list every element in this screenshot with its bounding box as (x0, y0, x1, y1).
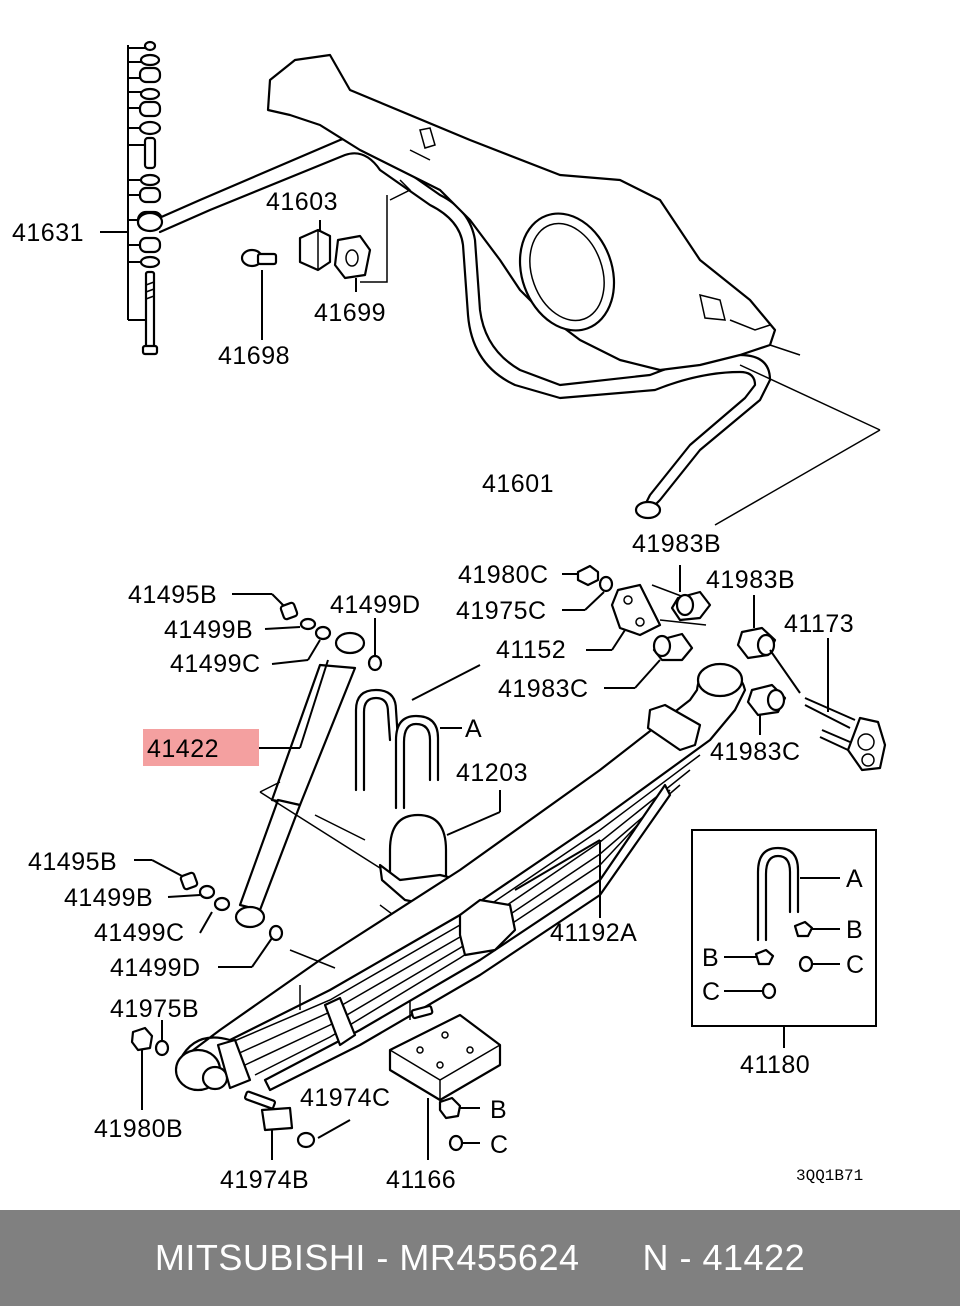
shock-lower-hardware (134, 859, 273, 968)
label-41499C-top: 41499C (170, 650, 261, 678)
label-B-plate: B (490, 1096, 507, 1124)
label-41173: 41173 (784, 610, 854, 638)
label-41975B: 41975B (110, 995, 199, 1023)
u-bolt-kit-box (691, 829, 877, 1048)
label-41698: 41698 (218, 342, 290, 370)
label-C-plate: C (490, 1131, 509, 1159)
label-41974C: 41974C (300, 1084, 391, 1112)
label-41980B: 41980B (94, 1115, 183, 1143)
part-labels: 41631 41603 41699 41698 41601 41983B 419… (12, 188, 865, 1194)
parts-diagram: 41631 41603 41699 41698 41601 41983B 419… (12, 40, 887, 1194)
bolt-41974 (243, 1090, 351, 1160)
leaf-spring (174, 662, 747, 1092)
shock-upper-hardware (232, 593, 376, 665)
label-41499B-top: 41499B (164, 616, 253, 644)
label-41422: 41422 (147, 735, 219, 763)
label-41499B-bot: 41499B (64, 884, 153, 912)
label-41601: 41601 (482, 470, 554, 498)
label-41152: 41152 (496, 636, 566, 664)
label-41495B-bot: 41495B (28, 848, 117, 876)
label-C-box-2: C (702, 978, 721, 1006)
spring-hanger-pin (769, 638, 887, 772)
label-41983B-1: 41983B (632, 530, 721, 558)
label-41499D-top: 41499D (330, 591, 421, 619)
label-B-box-1: B (846, 916, 863, 944)
label-41983C-1: 41983C (498, 675, 589, 703)
label-41631: 41631 (12, 219, 84, 247)
label-C-box-1: C (846, 951, 865, 979)
label-A-box: A (846, 865, 863, 893)
label-41980C: 41980C (458, 561, 549, 589)
footer-gap (580, 1237, 643, 1279)
footer-bar: MITSUBISHI - MR455624 N - 41422 (0, 1210, 960, 1306)
label-41603: 41603 (266, 188, 338, 216)
label-41166: 41166 (386, 1166, 456, 1194)
footer-separator: - (365, 1237, 400, 1278)
stabilizer-link-assembly (100, 40, 164, 356)
shackle-hardware (562, 564, 614, 611)
axle-housing (266, 53, 881, 526)
stabilizer-bracket (298, 220, 332, 272)
spring-plate (388, 1004, 502, 1160)
footer-brand: MITSUBISHI (154, 1237, 366, 1278)
label-41699: 41699 (314, 299, 386, 327)
label-41975C: 41975C (456, 597, 547, 625)
u-bolts (354, 664, 481, 810)
footer-part-number: MR455624 (399, 1237, 580, 1278)
front-eye-hardware (130, 1020, 170, 1110)
label-41180: 41180 (740, 1051, 810, 1079)
label-41983B-2: 41983B (706, 566, 795, 594)
label-41983C-2: 41983C (710, 738, 801, 766)
label-41203: 41203 (456, 759, 528, 787)
stabilizer-bolt (240, 248, 278, 340)
drawing-code: 3QQ1B71 (796, 1167, 863, 1185)
shock-absorber (234, 631, 383, 942)
label-41499D-bot: 41499D (110, 954, 201, 982)
footer-ref: N - 41422 (642, 1237, 806, 1278)
label-A-main: A (465, 715, 482, 743)
label-B-box-2: B (702, 944, 719, 972)
label-41974B: 41974B (220, 1166, 309, 1194)
label-41192A: 41192A (550, 919, 637, 947)
label-41495B-top: 41495B (128, 581, 217, 609)
stabilizer-bushing (333, 234, 372, 292)
highlight-41422 (143, 729, 259, 766)
label-41499C-bot: 41499C (94, 919, 185, 947)
